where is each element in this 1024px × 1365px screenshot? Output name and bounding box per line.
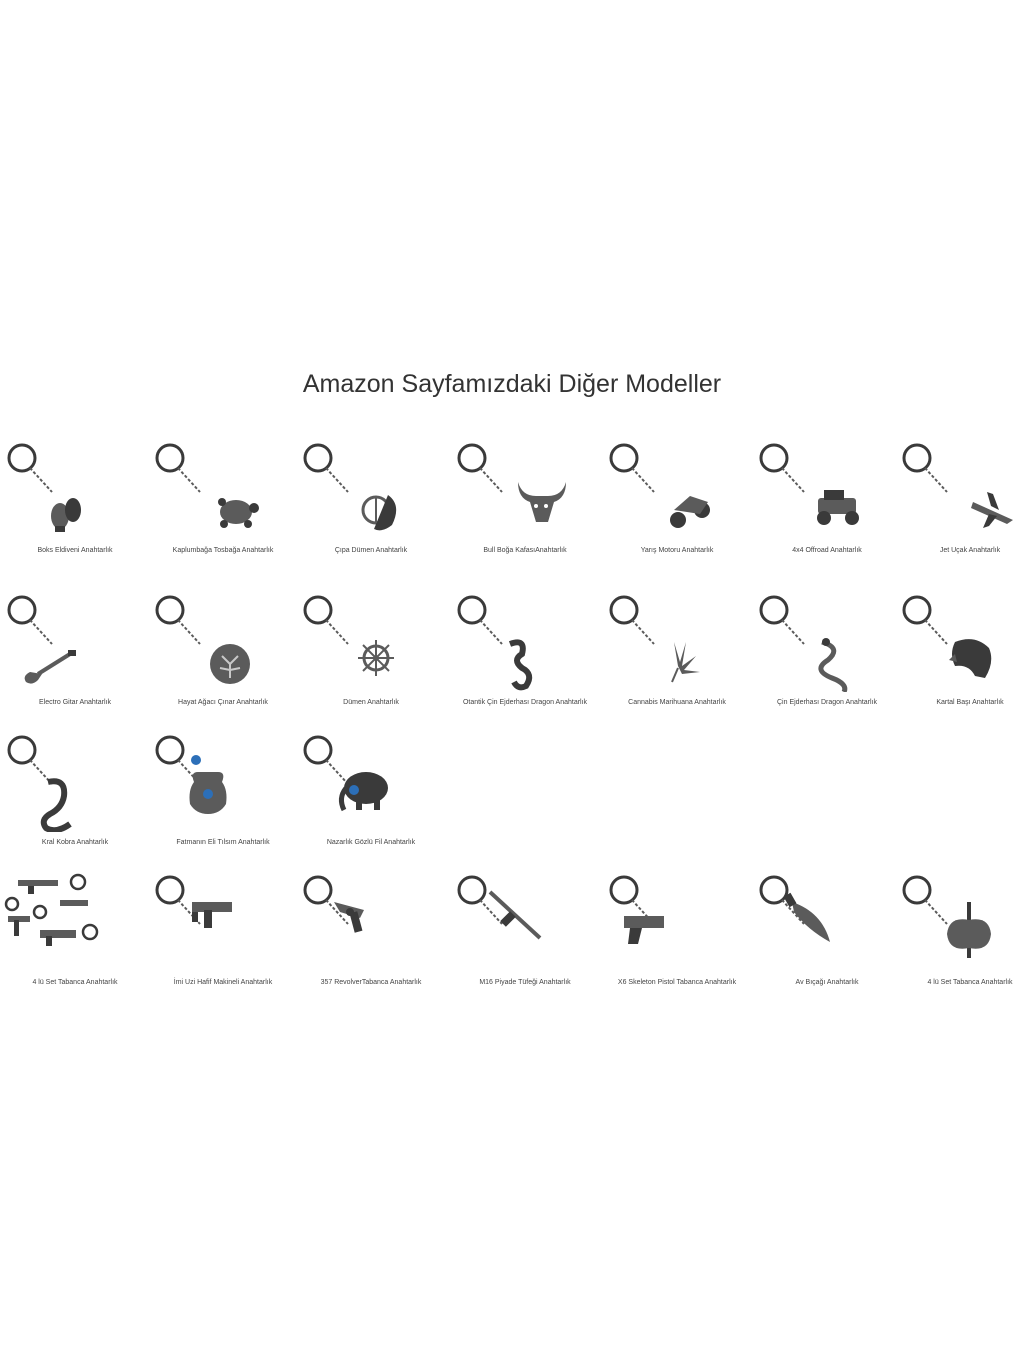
boxing-gloves-icon (7, 443, 81, 532)
keychain-item: Yarış Motoru Anahtarlık (602, 440, 752, 575)
keychain-item: Av Bıçağı Anahtarlık (752, 872, 902, 1007)
uzi-icon (155, 875, 232, 928)
keychain-label: Nazarlık Gözlü Fil Anahtarlık (326, 839, 416, 846)
keychain-label: Av Bıçağı Anahtarlık (795, 979, 859, 986)
keychain-item: Electro Gitar Anahtarlık (0, 592, 150, 727)
keychain-item: 4 lü Set Tabanca Anahtarlık (895, 872, 1024, 1007)
keychain-item: Nazarlık Gözlü Fil Anahtarlık (296, 732, 446, 867)
bull-head-icon (457, 443, 566, 522)
revolver-icon (303, 875, 364, 933)
keychain-item: 4 lü Set Tabanca Anahtarlık (0, 872, 150, 1007)
keychain-label: 357 RevolverTabanca Anahtarlık (320, 979, 422, 986)
keychain-label: Boks Eldiveni Anahtarlık (37, 547, 113, 554)
page-title: Amazon Sayfamızdaki Diğer Modeller (302, 370, 722, 398)
hamsa-hand-icon (155, 735, 227, 814)
keychain-item: Cannabis Marihuana Anahtarlık (602, 592, 752, 727)
keychain-label: X6 Skeleton Pistol Tabanca Anahtarlık (617, 979, 737, 986)
eagle-head-icon (902, 595, 992, 678)
keychain-label: İmi Uzi Hafif Makineli Anahtarlık (173, 979, 273, 986)
offroad-car-icon (759, 443, 859, 525)
keychain-item: Çıpa Dümen Anahtarlık (296, 440, 446, 575)
keychain-label: Çıpa Dümen Anahtarlık (334, 547, 408, 554)
elephant-icon (303, 735, 388, 812)
keychain-label: Fatmanın Eli Tılsım Anahtarlık (176, 839, 270, 846)
keychain-label: Çin Ejderhası Dragon Anahtarlık (777, 699, 877, 706)
keychain-label: 4x4 Offroad Anahtarlık (792, 547, 862, 554)
keychain-item: Bull Boğa KafasıAnahtarlık (450, 440, 600, 575)
keychain-item: M16 Piyade Tüfeği Anahtarlık (450, 872, 600, 1007)
keychain-label: Electro Gitar Anahtarlık (39, 699, 111, 706)
keychain-item: Hayat Ağacı Çınar Anahtarlık (148, 592, 298, 727)
keychain-item: Fatmanın Eli Tılsım Anahtarlık (148, 732, 298, 867)
leaf-icon (609, 595, 700, 683)
keychain-item: 4x4 Offroad Anahtarlık (752, 440, 902, 575)
anchor-helm-icon (303, 443, 397, 531)
electric-guitar-icon (7, 595, 76, 684)
keychain-item: X6 Skeleton Pistol Tabanca Anahtarlık (602, 872, 752, 1007)
keychain-item: 357 RevolverTabanca Anahtarlık (296, 872, 446, 1007)
battle-axe-icon (902, 875, 991, 958)
keychain-item: Jet Uçak Anahtarlık (895, 440, 1024, 575)
keychain-label: Dümen Anahtarlık (343, 699, 399, 706)
keychain-item: Çin Ejderhası Dragon Anahtarlık (752, 592, 902, 727)
pistol-icon (609, 875, 664, 944)
chinese-dragon-icon (759, 595, 848, 692)
jet-plane-icon (902, 443, 1013, 528)
keychain-label: Hayat Ağacı Çınar Anahtarlık (178, 699, 268, 706)
gun-set-icon (4, 873, 99, 946)
keychain-item: Kral Kobra Anahtarlık (0, 732, 150, 867)
keychain-label: Kral Kobra Anahtarlık (41, 839, 109, 846)
cobra-icon (7, 735, 72, 832)
keychain-label: Kaplumbağa Tosbağa Anahtarlık (172, 547, 274, 554)
keychain-label: Cannabis Marihuana Anahtarlık (628, 699, 726, 706)
keychain-item: İmi Uzi Hafif Makineli Anahtarlık (148, 872, 298, 1007)
turtle-icon (155, 443, 259, 528)
keychain-label: 4 lü Set Tabanca Anahtarlık (32, 979, 118, 986)
keychain-item: Boks Eldiveni Anahtarlık (0, 440, 150, 575)
keychain-item: Kartal Başı Anahtarlık (895, 592, 1024, 727)
keychain-label: Bull Boğa KafasıAnahtarlık (483, 547, 567, 554)
keychain-label: Jet Uçak Anahtarlık (939, 547, 1001, 554)
keychain-item: Dümen Anahtarlık (296, 592, 446, 727)
keychain-item: Kaplumbağa Tosbağa Anahtarlık (148, 440, 298, 575)
keychain-label: Yarış Motoru Anahtarlık (640, 547, 714, 554)
keychain-label: Otantik Çin Ejderhası Dragon Anahtarlık (462, 699, 588, 706)
keychain-label: Kartal Başı Anahtarlık (936, 699, 1004, 706)
tree-of-life-icon (155, 595, 250, 684)
keychain-label: 4 lü Set Tabanca Anahtarlık (927, 979, 1013, 986)
dragon-icon (457, 595, 533, 691)
keychain-item: Otantik Çin Ejderhası Dragon Anahtarlık (450, 592, 600, 727)
rifle-icon (457, 875, 542, 940)
motorcycle-icon (609, 443, 710, 528)
ship-wheel-icon (303, 595, 394, 676)
hunting-knife-icon (759, 875, 830, 942)
keychain-label: M16 Piyade Tüfeği Anahtarlık (479, 979, 571, 986)
